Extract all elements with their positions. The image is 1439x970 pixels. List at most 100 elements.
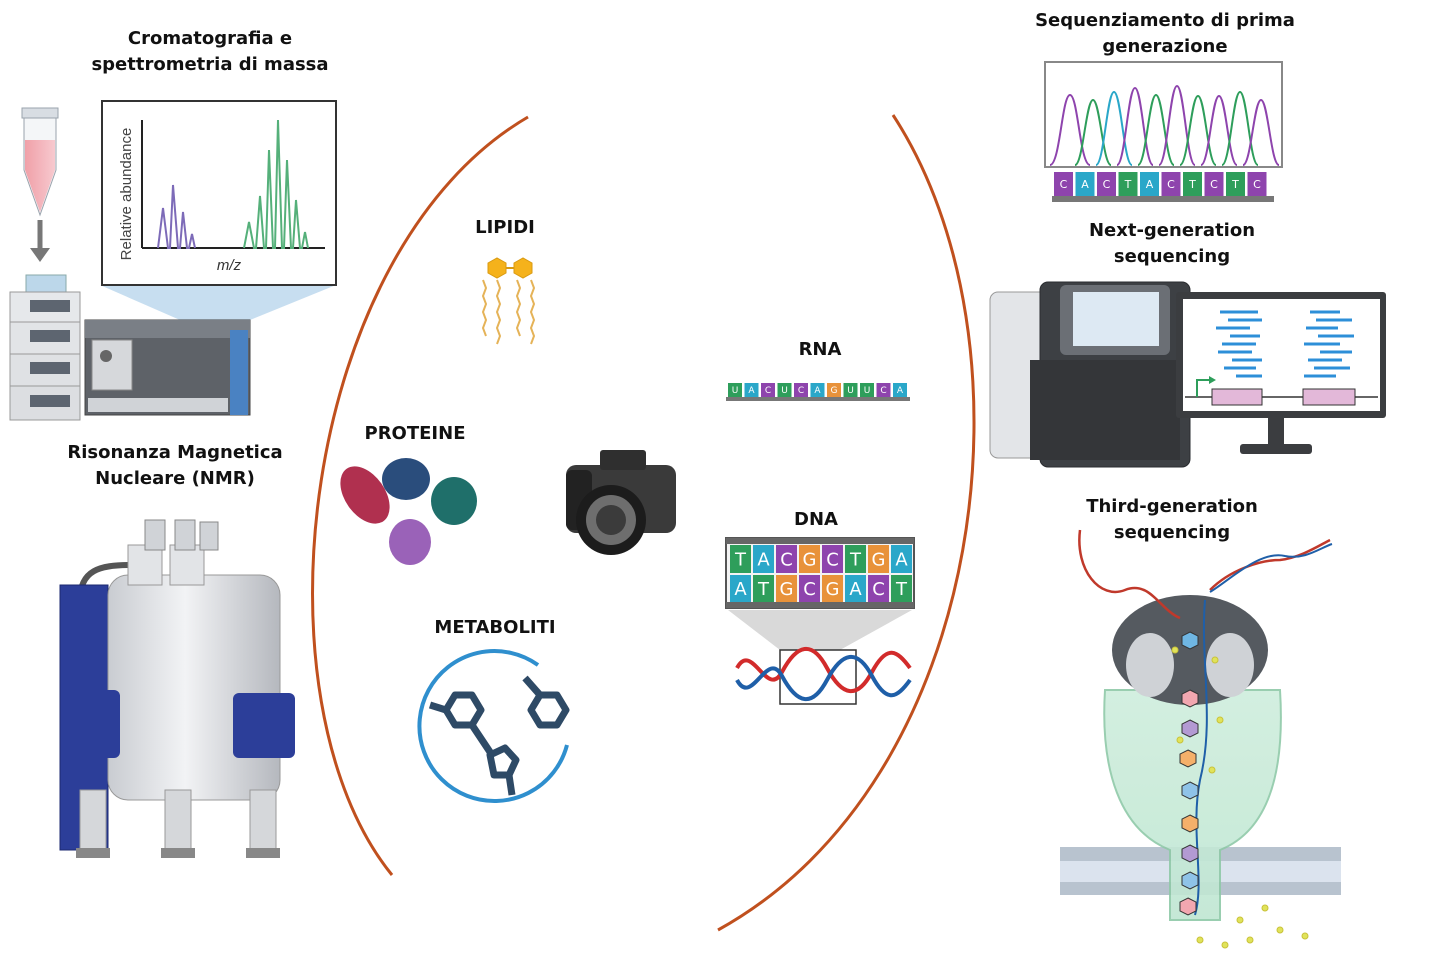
tgs-title-line1: Third-generation: [1086, 496, 1258, 517]
rna-base-tile: [794, 383, 808, 397]
dna-top-base-letter: C: [780, 549, 793, 570]
lipids-label: LIPIDI: [475, 217, 535, 238]
dna-label: DNA: [794, 509, 838, 530]
ms-title: Cromatografia e spettrometria di massa: [40, 26, 380, 78]
tgs-title: Third-generation sequencing: [1060, 494, 1284, 546]
ms-title-line2: spettrometria di massa: [91, 54, 329, 75]
ms-spectrum-chart: Relative abundance m/z: [101, 100, 337, 286]
monitor-icon: [1176, 292, 1386, 454]
tgs-title-line2: sequencing: [1113, 522, 1231, 543]
dna-helix-icon: [735, 646, 912, 702]
dna-bottom-base-tile: [753, 575, 774, 602]
sanger-title: Sequenziamento di prima generazione: [1010, 8, 1320, 60]
rna-base-letter: U: [847, 386, 854, 396]
rna-base-letter: C: [765, 386, 771, 396]
sanger-base-tile: [1097, 172, 1116, 196]
dna-top-base-tile: [753, 545, 774, 573]
left-arc: [311, 115, 529, 876]
rna-base-tile: [893, 383, 907, 397]
nmr-title-line1: Risonanza Magnetica: [67, 442, 283, 463]
dna-bottom-base-tile: [891, 575, 912, 602]
sanger-base-tile: [1161, 172, 1181, 196]
ms-chart-ylabel: Relative abundance: [118, 128, 135, 261]
dna-bottom-base-letter: A: [734, 579, 747, 600]
rna-base-letter: A: [814, 386, 821, 396]
rna-base-letter: G: [831, 386, 838, 396]
mass-spectrometer-icon: [84, 285, 336, 416]
rna-base-tile: [827, 383, 841, 397]
lipid-icon: [481, 257, 536, 345]
sanger-base-letter: T: [1188, 178, 1196, 191]
sanger-base-letter: C: [1103, 178, 1111, 191]
dna-top-base-tile: [730, 545, 751, 573]
rna-base-letter: U: [732, 386, 739, 396]
dna-top-base-tile: [776, 545, 797, 573]
dna-top-base-letter: T: [734, 549, 747, 570]
dna-bottom-base-tile: [822, 575, 843, 602]
dna-top-base-letter: C: [826, 549, 839, 570]
right-arc: [717, 114, 976, 932]
ngs-title-line1: Next-generation: [1088, 220, 1256, 241]
dna-bottom-base-tile: [868, 575, 889, 602]
sanger-base-tile: [1054, 172, 1073, 196]
dna-top-base-letter: A: [757, 549, 770, 570]
rna-base-letter: A: [748, 386, 755, 396]
dna-bottom-base-letter: T: [757, 579, 770, 600]
rna-base-tile: [860, 383, 874, 397]
sanger-base-tile: [1204, 172, 1224, 196]
nmr-title-line2: Nucleare (NMR): [95, 468, 255, 489]
rna-base-letter: C: [880, 386, 886, 396]
sanger-base-letter: C: [1167, 178, 1175, 191]
rna-base-letter: U: [781, 386, 788, 396]
camera-icon: [566, 450, 676, 555]
green-peaks: [243, 119, 309, 249]
ngs-sequencer-icon: [989, 281, 1191, 468]
sanger-title-line2: generazione: [1102, 36, 1228, 57]
sanger-base-letter: T: [1231, 178, 1239, 191]
rna-label: RNA: [798, 339, 842, 360]
sanger-base-tile: [1183, 172, 1202, 196]
dna-bottom-base-letter: C: [803, 579, 816, 600]
nmr-title: Risonanza Magnetica Nucleare (NMR): [40, 440, 310, 492]
dna-bottom-base-letter: A: [849, 579, 862, 600]
sanger-base-tile: [1140, 172, 1159, 196]
sanger-base-letter: A: [1081, 178, 1089, 191]
ms-chart-xlabel: m/z: [217, 257, 242, 274]
sanger-base-letter: C: [1060, 178, 1068, 191]
purple-peaks: [157, 184, 196, 249]
sanger-base-tile: [1226, 172, 1245, 196]
rna-base-tile: [810, 383, 825, 397]
dna-top-base-letter: G: [872, 549, 886, 570]
sanger-base-letter: C: [1210, 178, 1218, 191]
sanger-base-tile: [1247, 172, 1267, 196]
dna-bottom-base-tile: [730, 575, 751, 602]
dna-bottom-base-letter: T: [895, 579, 908, 600]
proteins-label: PROTEINE: [364, 423, 466, 444]
dna-top-base-tile: [891, 545, 912, 573]
rna-base-tile: [777, 383, 792, 397]
arrow-down-icon: [30, 220, 50, 262]
rna-base-tile: [761, 383, 775, 397]
hplc-instrument-icon: [9, 274, 81, 421]
dna-top-base-tile: [845, 545, 866, 573]
ms-title-line1: Cromatografia e: [127, 28, 293, 49]
dna-bottom-base-letter: G: [780, 579, 794, 600]
dna-bottom-base-tile: [799, 575, 820, 602]
rna-base-tile: [728, 383, 742, 397]
sanger-base-letter: C: [1253, 178, 1261, 191]
rna-base-tile: [876, 383, 891, 397]
protein-icon: [340, 458, 477, 565]
ngs-title-line2: sequencing: [1113, 246, 1231, 267]
dna-bottom-base-tile: [845, 575, 866, 602]
metabolites-label: METABOLITI: [434, 617, 556, 638]
nmr-magnet-icon: [59, 519, 295, 858]
sanger-base-letter: T: [1124, 178, 1132, 191]
metabolite-molecule-icon: [417, 649, 570, 804]
dna-bottom-base-letter: G: [826, 579, 840, 600]
dna-bottom-base-letter: C: [872, 579, 885, 600]
sanger-base-tile: [1118, 172, 1138, 196]
dna-top-base-tile: [799, 545, 820, 573]
